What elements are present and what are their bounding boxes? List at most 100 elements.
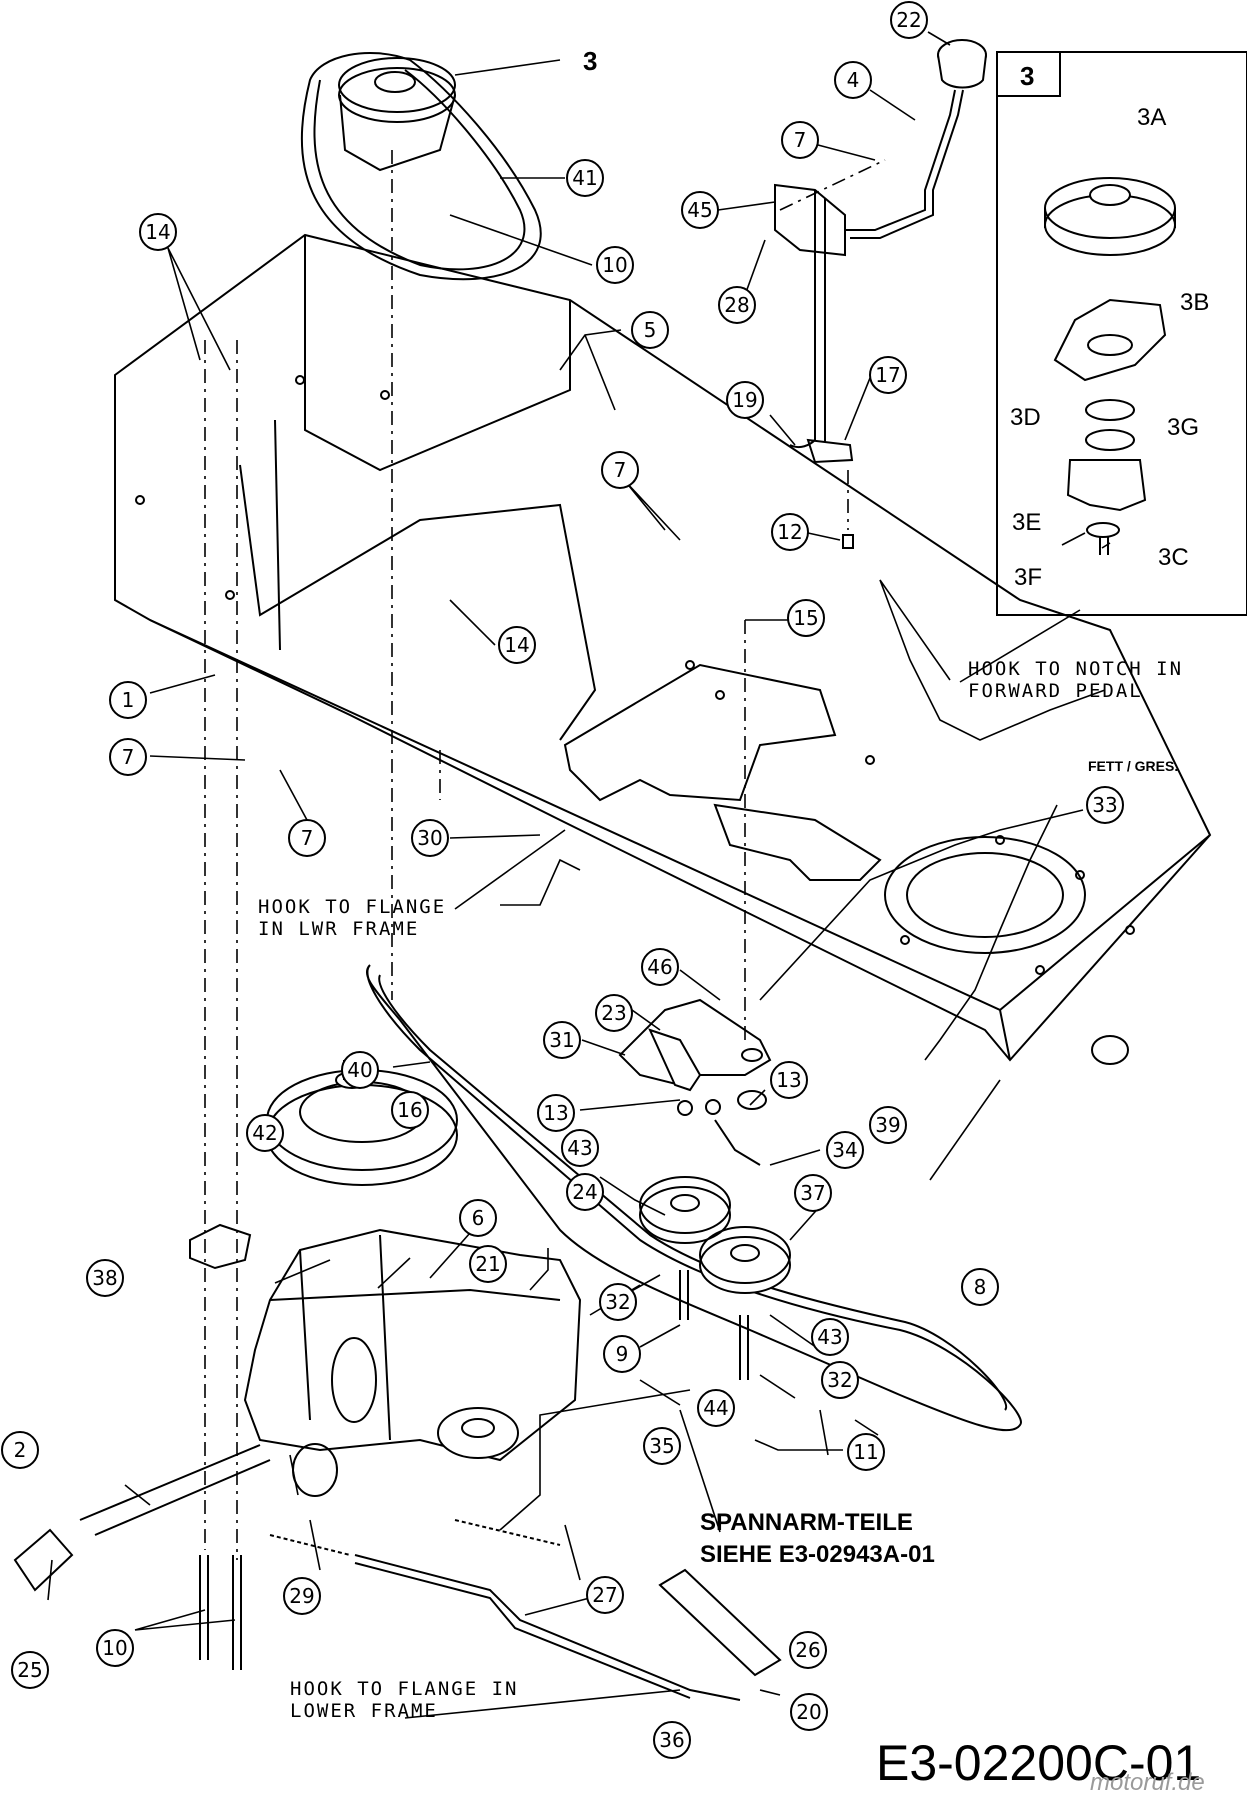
svg-text:5: 5 — [644, 318, 657, 342]
callout-13: 13 — [537, 1094, 575, 1132]
label-3a: 3A — [1137, 104, 1166, 131]
callout-32: 32 — [599, 1283, 637, 1321]
svg-text:13: 13 — [776, 1068, 801, 1092]
callout-44: 44 — [697, 1389, 735, 1427]
callout-14: 14 — [139, 213, 177, 251]
callout-5: 5 — [631, 311, 669, 349]
callout-35: 35 — [643, 1427, 681, 1465]
label-3: 3 — [583, 46, 597, 76]
plain-labels: 3 3 3A 3B 3D 3G 3E 3C 3F — [583, 46, 1209, 591]
callout-38: 38 — [86, 1259, 124, 1297]
callout-7: 7 — [781, 121, 819, 159]
callout-23: 23 — [595, 994, 633, 1032]
callout-37: 37 — [794, 1174, 832, 1212]
label-3d: 3D — [1010, 404, 1041, 431]
callout-6: 6 — [459, 1199, 497, 1237]
callout-17: 17 — [869, 356, 907, 394]
svg-text:11: 11 — [853, 1440, 878, 1464]
callout-13: 13 — [770, 1061, 808, 1099]
callout-41: 41 — [566, 159, 604, 197]
note-hook-lower-2: LOWER FRAME — [290, 1700, 438, 1722]
svg-text:7: 7 — [794, 128, 807, 152]
callout-9: 9 — [603, 1335, 641, 1373]
engine-pulley-and-belt — [300, 52, 542, 281]
callout-28: 28 — [718, 286, 756, 324]
note-hook-lower-1: HOOK TO FLANGE IN — [290, 1678, 518, 1700]
callout-7: 7 — [601, 451, 639, 489]
callout-43: 43 — [811, 1318, 849, 1356]
svg-text:2: 2 — [14, 1438, 27, 1462]
note-spannarm-1: SPANNARM-TEILE — [700, 1509, 913, 1536]
note-hook-lwr-2: IN LWR FRAME — [258, 918, 419, 940]
svg-text:27: 27 — [592, 1583, 617, 1607]
svg-text:33: 33 — [1092, 793, 1117, 817]
callout-29: 29 — [283, 1577, 321, 1615]
svg-text:46: 46 — [647, 955, 672, 979]
svg-text:28: 28 — [724, 293, 749, 317]
drive-belt — [365, 964, 1022, 1432]
svg-text:35: 35 — [649, 1434, 674, 1458]
svg-text:44: 44 — [703, 1396, 728, 1420]
svg-text:36: 36 — [659, 1728, 684, 1752]
callout-34: 34 — [826, 1131, 864, 1169]
svg-text:9: 9 — [616, 1342, 629, 1366]
svg-text:19: 19 — [732, 388, 757, 412]
svg-text:26: 26 — [795, 1638, 820, 1662]
note-hook-forward-1: HOOK TO NOTCH IN — [968, 658, 1183, 680]
callout-21: 21 — [469, 1245, 507, 1283]
callout-30: 30 — [411, 819, 449, 857]
svg-text:7: 7 — [614, 458, 627, 482]
note-hook-lwr-1: HOOK TO FLANGE — [258, 896, 446, 918]
svg-text:1: 1 — [122, 688, 135, 712]
note-spannarm-2: SIEHE E3-02943A-01 — [700, 1541, 935, 1568]
svg-text:23: 23 — [601, 1001, 626, 1025]
document-id: E3-02200C-01 — [876, 1735, 1201, 1791]
callout-11: 11 — [847, 1433, 885, 1471]
callout-10: 10 — [596, 246, 634, 284]
idler-pulleys — [639, 1176, 791, 1380]
pulley-detail-inset — [996, 51, 1247, 616]
inset-label-3: 3 — [1020, 61, 1034, 91]
svg-text:6: 6 — [472, 1206, 485, 1230]
callout-31: 31 — [543, 1021, 581, 1059]
part-callouts: 22 4 7 45 28 19 17 12 41 10 14 5 7 14 15… — [1, 1, 1124, 1759]
svg-text:34: 34 — [832, 1138, 857, 1162]
callout-40: 40 — [341, 1051, 379, 1089]
callout-12: 12 — [771, 513, 809, 551]
svg-text:38: 38 — [92, 1266, 117, 1290]
callout-24: 24 — [566, 1173, 604, 1211]
svg-text:15: 15 — [793, 606, 818, 630]
svg-text:32: 32 — [605, 1290, 630, 1314]
svg-text:31: 31 — [549, 1028, 574, 1052]
svg-text:14: 14 — [504, 633, 529, 657]
callout-36: 36 — [653, 1721, 691, 1759]
svg-text:20: 20 — [796, 1700, 821, 1724]
label-3c: 3C — [1158, 544, 1189, 571]
svg-text:30: 30 — [417, 826, 442, 850]
callout-16: 16 — [391, 1091, 429, 1129]
svg-text:43: 43 — [567, 1136, 592, 1160]
svg-text:21: 21 — [475, 1252, 500, 1276]
svg-text:41: 41 — [572, 166, 597, 190]
svg-text:4: 4 — [847, 68, 860, 92]
note-fett-gres: FETT / GRES. — [1088, 758, 1178, 774]
callout-42: 42 — [246, 1114, 284, 1152]
svg-text:17: 17 — [875, 363, 900, 387]
callout-2: 2 — [1, 1431, 39, 1469]
svg-text:22: 22 — [896, 8, 921, 32]
callout-19: 19 — [726, 381, 764, 419]
svg-text:12: 12 — [777, 520, 802, 544]
callout-45: 45 — [681, 191, 719, 229]
svg-text:39: 39 — [875, 1113, 900, 1137]
svg-text:16: 16 — [397, 1098, 422, 1122]
callout-46: 46 — [641, 948, 679, 986]
svg-text:10: 10 — [102, 1636, 127, 1660]
callout-20: 20 — [790, 1693, 828, 1731]
label-3g: 3G — [1167, 414, 1199, 441]
svg-text:43: 43 — [817, 1325, 842, 1349]
label-3b: 3B — [1180, 289, 1209, 316]
svg-text:42: 42 — [252, 1121, 277, 1145]
svg-text:14: 14 — [145, 220, 170, 244]
callout-7: 7 — [109, 738, 147, 776]
